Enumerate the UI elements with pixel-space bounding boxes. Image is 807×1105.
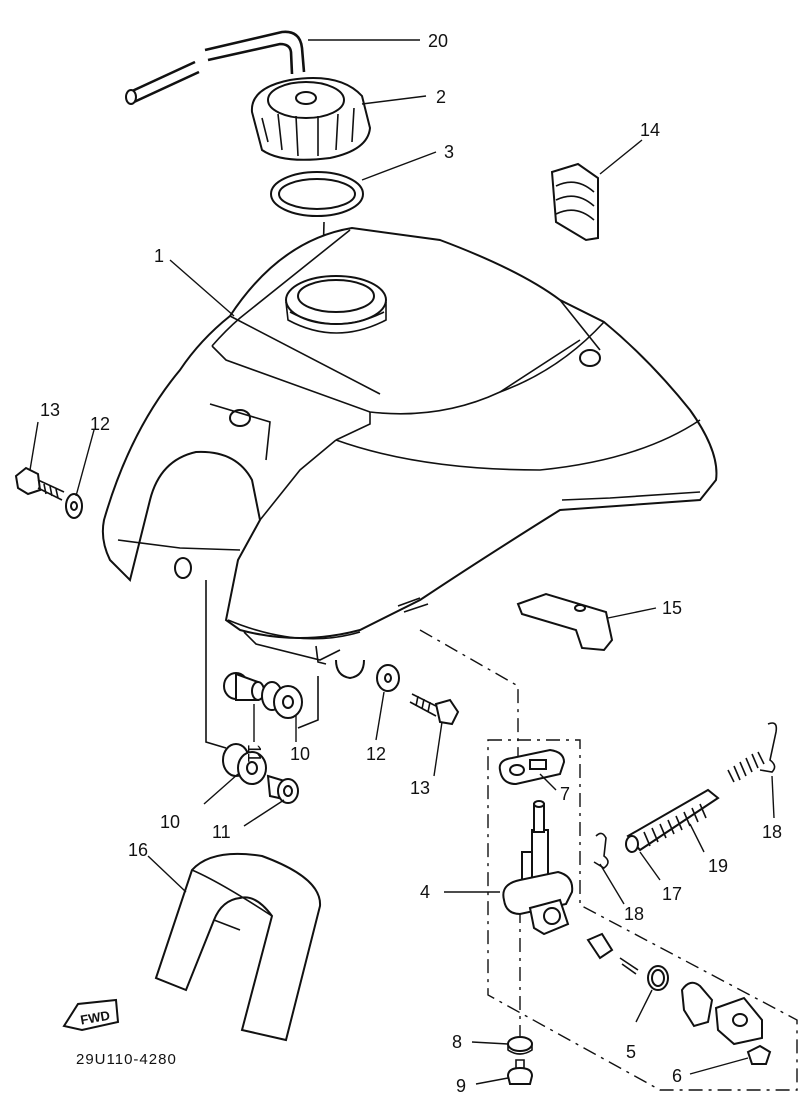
fuel-cock-body bbox=[502, 800, 574, 936]
callout-12-left: 12 bbox=[90, 414, 110, 434]
callout-11-lower: 11 bbox=[212, 822, 231, 842]
callout-6: 6 bbox=[672, 1066, 682, 1086]
callout-19: 19 bbox=[708, 856, 728, 876]
part-11-collar-lower bbox=[266, 774, 299, 804]
callout-2: 2 bbox=[436, 87, 446, 107]
callout-leaders bbox=[29, 39, 775, 1085]
cock-inner-parts bbox=[586, 932, 772, 1065]
part-17-pipe bbox=[625, 788, 720, 853]
fwd-label: FWD bbox=[79, 1008, 111, 1028]
part-7-plate bbox=[498, 748, 566, 786]
callout-5: 5 bbox=[626, 1042, 636, 1062]
callout-1: 1 bbox=[154, 246, 164, 266]
part-4-assembly-boundary bbox=[487, 739, 798, 1091]
callout-10-upper: 10 bbox=[290, 744, 310, 764]
callout-10-lower: 10 bbox=[160, 812, 180, 832]
part-8-nut bbox=[507, 1036, 533, 1055]
part-1-fuel-tank bbox=[101, 226, 718, 680]
callout-14: 14 bbox=[640, 120, 660, 140]
part-20-breather-hose bbox=[125, 30, 306, 105]
callout-3: 3 bbox=[444, 142, 454, 162]
part-11-collar-upper bbox=[223, 672, 265, 701]
part-10-grommet-upper bbox=[261, 681, 303, 719]
callout-18-left: 18 bbox=[624, 904, 644, 924]
part-9-screw bbox=[506, 1059, 534, 1085]
callout-4: 4 bbox=[420, 882, 430, 902]
part-12-washer-right bbox=[376, 664, 400, 692]
part-16-rubber-strap bbox=[154, 852, 322, 1042]
part-3-gasket bbox=[270, 171, 364, 217]
part-14-emblem bbox=[550, 162, 599, 242]
fwd-arrow-icon: FWD bbox=[62, 998, 120, 1032]
callout-16: 16 bbox=[128, 840, 148, 860]
callout-11-upper: 11 bbox=[244, 744, 264, 763]
part-19-spring bbox=[643, 751, 765, 847]
callout-8: 8 bbox=[452, 1032, 462, 1052]
callout-13-left: 13 bbox=[40, 400, 60, 420]
callout-18-right: 18 bbox=[762, 822, 782, 842]
callout-7: 7 bbox=[560, 784, 570, 804]
part-13-bolt-right bbox=[409, 693, 460, 726]
callout-17: 17 bbox=[662, 884, 682, 904]
drawing-code: 29U110-4280 bbox=[76, 1051, 177, 1068]
callout-9: 9 bbox=[456, 1076, 466, 1096]
part-18-clip-right bbox=[759, 722, 778, 773]
callout-20: 20 bbox=[428, 31, 448, 51]
part-18-clip-left bbox=[593, 832, 609, 869]
part-2-fuel-cap bbox=[250, 77, 372, 161]
part-15-bracket bbox=[516, 592, 614, 652]
callout-15: 15 bbox=[662, 598, 682, 618]
callout-13-right: 13 bbox=[410, 778, 430, 798]
part-12-washer-left bbox=[65, 493, 83, 519]
part-13-bolt-left bbox=[14, 466, 65, 501]
callout-12-right: 12 bbox=[366, 744, 386, 764]
callout-labels: 20 2 3 14 1 13 12 15 11 10 12 13 7 18 19… bbox=[40, 31, 782, 1096]
